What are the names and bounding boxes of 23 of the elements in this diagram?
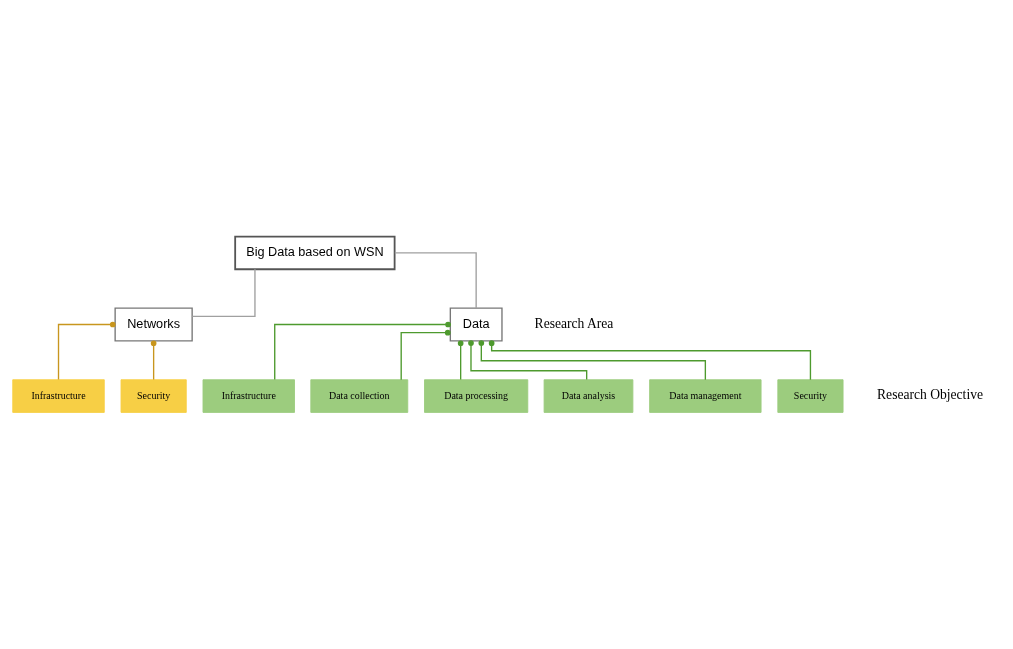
node-box: Infrastructure [12, 379, 105, 413]
node-box: Data management [649, 379, 762, 413]
node-box: Security [777, 379, 844, 413]
connector [457, 340, 464, 381]
connector [468, 340, 588, 381]
node-box: Data processing [424, 379, 529, 413]
label: Research Area [534, 315, 614, 331]
label: Research Objective [877, 387, 983, 403]
connector [400, 329, 451, 381]
node-box: Big Data based on WSN [234, 235, 396, 271]
connector [488, 340, 812, 381]
connector [191, 268, 256, 318]
node-box: Networks [114, 307, 193, 342]
connector [274, 321, 451, 381]
connector [478, 340, 707, 381]
node-box: Security [120, 379, 187, 413]
connector [394, 252, 477, 309]
node-box: Infrastructure [202, 379, 295, 413]
node-box: Data analysis [543, 379, 634, 413]
node-box: Data collection [310, 379, 409, 413]
connector [57, 321, 116, 381]
node-box: Data [449, 307, 503, 342]
connector [150, 340, 157, 381]
